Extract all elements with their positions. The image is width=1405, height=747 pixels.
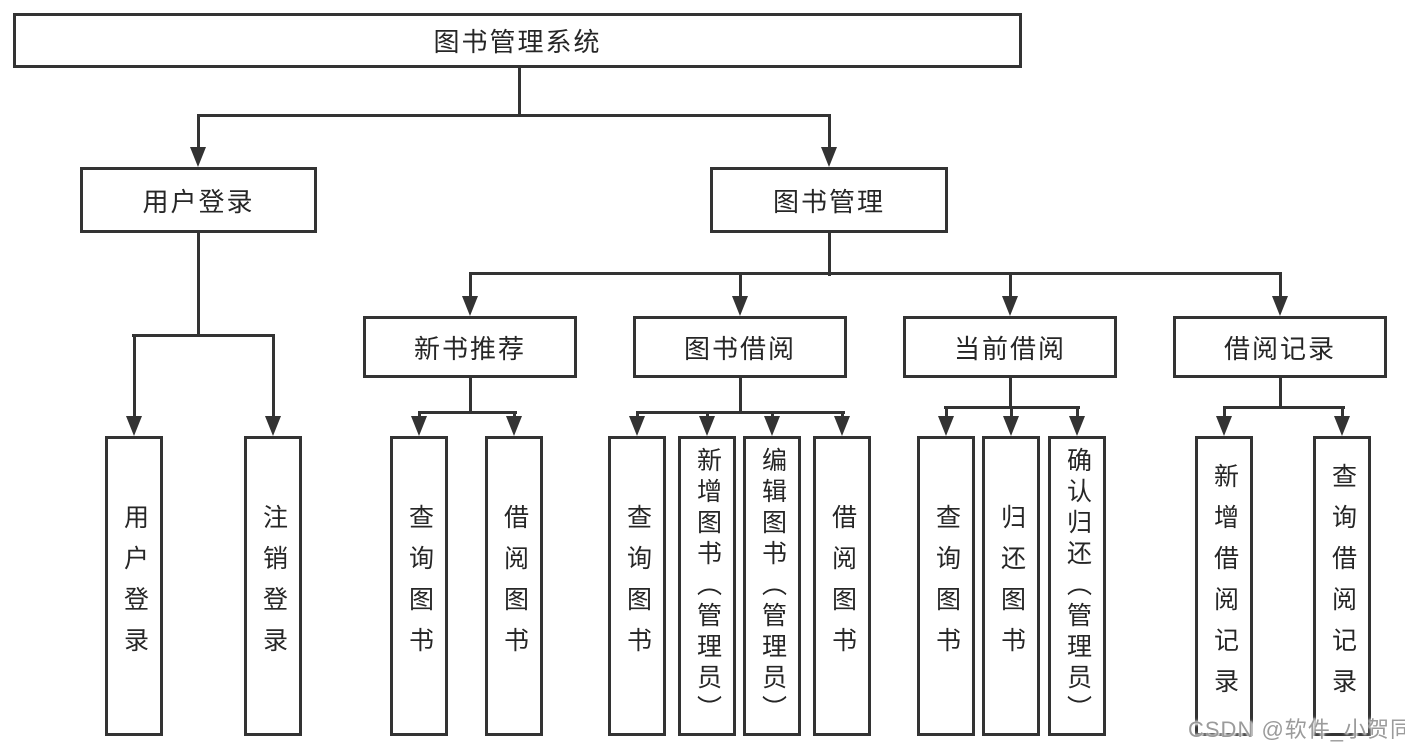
arrow-down-icon [821,147,837,167]
connector-line [513,411,516,420]
arrow-down-icon [764,416,780,436]
leaf-borrow-books-recommendation: 借阅图书 [485,436,543,736]
arrow-down-icon [1069,416,1085,436]
connector-line [1341,406,1344,420]
connector-line [518,68,521,116]
leaf-query-books-current: 查询图书 [917,436,975,736]
leaf-borrow-books: 借阅图书 [813,436,871,736]
node-label: 图书管理系统 [433,27,602,57]
arrow-down-icon [462,296,478,316]
node-current-borrowing: 当前借阅 [903,316,1117,378]
connector-line [1279,272,1282,300]
node-borrowing-records: 借阅记录 [1173,316,1387,378]
leaf-query-borrow-record: 查询借阅记录 [1313,436,1371,736]
node-label: 查询图书 [623,504,652,668]
connector-line [1010,406,1013,420]
connector-line [197,233,200,336]
node-label: 借阅图书 [828,504,857,668]
connector-line [469,272,1282,275]
arrow-down-icon [834,416,850,436]
node-label: 图书管理 [772,186,885,217]
connector-line [828,233,831,276]
connector-line [469,272,472,300]
connector-line [418,411,517,414]
node-label: 查询图书 [932,504,961,668]
arrow-down-icon [506,416,522,436]
connector-line [418,411,421,420]
connector-line [1223,406,1226,420]
node-label: 当前借阅 [953,333,1066,364]
leaf-query-books: 查询图书 [608,436,666,736]
connector-line [132,334,275,337]
node-user-login: 用户登录 [80,167,317,233]
node-label: 注销登录 [259,504,288,668]
connector-line [739,378,742,414]
connector-line [197,114,831,117]
connector-line [828,114,831,151]
leaf-return-books: 归还图书 [982,436,1040,736]
node-label: 新增图书（管理员） [693,446,722,726]
connector-line [771,411,774,420]
node-label: 图书借阅 [683,333,796,364]
node-label: 新增借阅记录 [1210,463,1239,709]
connector-line [197,114,200,151]
node-book-borrowing: 图书借阅 [633,316,847,378]
arrow-down-icon [1334,416,1350,436]
leaf-edit-books-admin: 编辑图书（管理员） [743,436,801,736]
node-label: 用户登录 [120,504,149,668]
leaf-logout: 注销登录 [244,436,302,736]
arrow-down-icon [411,416,427,436]
connector-line [1009,272,1012,300]
arrow-down-icon [732,296,748,316]
connector-line [841,411,844,420]
node-library-management-system: 图书管理系统 [13,13,1022,68]
connector-line [272,334,275,420]
arrow-down-icon [265,416,281,436]
node-label: 借阅记录 [1223,333,1336,364]
node-label: 归还图书 [997,504,1026,668]
connector-line [1076,406,1079,420]
arrow-down-icon [1003,416,1019,436]
arrow-down-icon [190,147,206,167]
node-label: 确认归还（管理员） [1063,446,1092,726]
node-new-book-recommendation: 新书推荐 [363,316,577,378]
arrow-down-icon [629,416,645,436]
node-label: 编辑图书（管理员） [758,446,787,726]
watermark: CSDN @软件_小贺同学 [1188,717,1405,742]
leaf-add-borrow-record: 新增借阅记录 [1195,436,1253,736]
arrow-down-icon [1002,296,1018,316]
connector-line [706,411,709,420]
connector-line [1009,378,1012,409]
arrow-down-icon [938,416,954,436]
node-label: 用户登录 [142,186,255,217]
connector-line [636,411,845,414]
node-label: 新书推荐 [413,333,526,364]
connector-line [469,378,472,414]
node-book-management: 图书管理 [710,167,948,233]
connector-line [739,272,742,300]
connector-line [1279,378,1282,409]
arrow-down-icon [126,416,142,436]
arrow-down-icon [699,416,715,436]
node-label: 查询图书 [405,504,434,668]
leaf-user-login: 用户登录 [105,436,163,736]
node-label: 借阅图书 [500,504,529,668]
connector-line [945,406,948,420]
connector-line [133,334,136,420]
arrow-down-icon [1272,296,1288,316]
leaf-query-books-recommendation: 查询图书 [390,436,448,736]
leaf-add-books-admin: 新增图书（管理员） [678,436,736,736]
connector-line [636,411,639,420]
leaf-confirm-return-admin: 确认归还（管理员） [1048,436,1106,736]
arrow-down-icon [1216,416,1232,436]
connector-line [1223,406,1345,409]
node-label: 查询借阅记录 [1328,463,1357,709]
